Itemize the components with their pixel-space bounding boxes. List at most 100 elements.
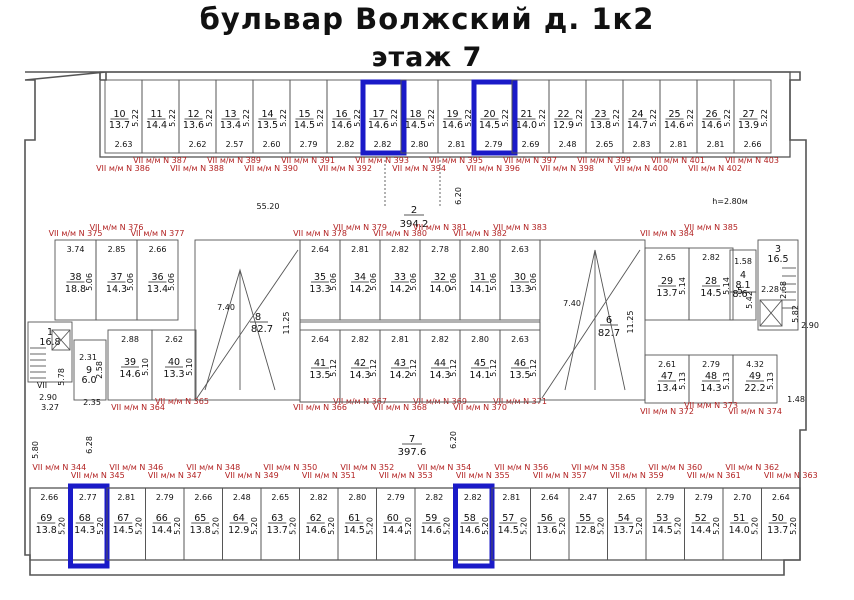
space-depth: 5.13 [678, 372, 687, 390]
space-width: 2.82 [425, 493, 443, 502]
space-number: 31 [474, 272, 486, 283]
space-width: 2.64 [311, 245, 329, 254]
space-number: 39 [124, 357, 136, 368]
mm-label: VII м/м N 371 [493, 397, 547, 406]
mm-label: VII м/м N 382 [453, 229, 507, 238]
space-number: 65 [194, 513, 206, 524]
space-number: 23 [594, 109, 606, 120]
space-width: 2.65 [271, 493, 289, 502]
space-area: 14.5 [294, 120, 315, 131]
space-width: 2.64 [772, 493, 790, 502]
space-depth: 5.10 [141, 358, 150, 376]
ramp-left-frame [194, 239, 301, 401]
space-width: 2.82 [351, 335, 369, 344]
top-row-frame [99, 71, 791, 158]
space-depth: 5.22 [242, 109, 251, 127]
space-number: 21 [520, 109, 532, 120]
mm-label: VII м/м N 367 [333, 397, 387, 406]
stair-number: 1 [47, 327, 53, 338]
space-number: 38 [69, 272, 81, 283]
mm-label: VII м/м N 354 [417, 463, 471, 472]
space-area: 13.3 [163, 369, 184, 380]
dimension: 2.58 [95, 361, 104, 379]
mm-label: VII м/м N 398 [540, 164, 594, 173]
space-depth: 5.20 [712, 517, 721, 535]
space-width: 2.63 [511, 335, 529, 344]
space-area: 13.3 [509, 284, 530, 295]
parking-space [732, 354, 778, 404]
space-depth: 5.20 [635, 517, 644, 535]
space-number: 41 [314, 358, 326, 369]
space-number: 14 [261, 109, 273, 120]
space-width: 2.82 [464, 493, 482, 502]
mm-label: VII м/м N 350 [263, 463, 317, 472]
space-area: 13.5 [509, 370, 530, 381]
space-width: 2.65 [596, 140, 614, 149]
space-width: 2.79 [702, 360, 720, 369]
drive-area: 394.2 [400, 219, 429, 230]
mm-label: VII м/м N 376 [90, 223, 144, 232]
mm-label: VII м/м N 377 [131, 229, 185, 238]
space-number: 16 [335, 109, 347, 120]
space-number: 11 [150, 109, 162, 120]
space-area: 12.8 [575, 525, 596, 536]
space-area: 22.2 [744, 383, 765, 394]
space-depth: 5.20 [58, 517, 67, 535]
mm-label: VII м/м N 373 [684, 401, 738, 410]
space-area: 14.5 [113, 525, 134, 536]
space-area: 14.5 [498, 525, 519, 536]
space-number: 59 [425, 513, 437, 524]
space-number: 15 [298, 109, 310, 120]
space-depth: 5.12 [409, 359, 418, 377]
space-width: 2.81 [670, 140, 688, 149]
highlight-frame [471, 79, 518, 156]
space-area: 13.4 [656, 383, 677, 394]
plan-title: бульвар Волжский д. 1к2 [199, 2, 655, 36]
dimension: 2.68 [779, 281, 788, 299]
mm-label: VII м/м N 402 [688, 164, 742, 173]
space-depth: 5.22 [205, 109, 214, 127]
space-width: 3.74 [67, 245, 85, 254]
mm-label: VII м/м N 362 [725, 463, 779, 472]
room-number: 4 [740, 270, 746, 281]
space-area: 12.9 [228, 525, 249, 536]
space-depth: 5.22 [723, 109, 732, 127]
space-depth: 5.22 [279, 109, 288, 127]
space-area: 14.5 [479, 120, 500, 131]
space-width: 2.65 [658, 253, 676, 262]
space-width: 2.66 [744, 140, 762, 149]
space-area: 14.2 [389, 284, 410, 295]
ramp-area: 82.7 [251, 324, 273, 335]
ramp-number: 6 [606, 315, 612, 326]
mm-label: VII м/м N 364 [111, 403, 165, 412]
room-area: 6.0 [81, 375, 96, 386]
space-depth: 5.20 [751, 517, 760, 535]
ramp-diagonal [196, 249, 299, 399]
space-width: 2.81 [351, 245, 369, 254]
space-depth: 5.22 [464, 109, 473, 127]
space-area: 13.7 [767, 525, 788, 536]
dimension: 2.90 [39, 393, 57, 402]
mm-label: VII м/м N 352 [340, 463, 394, 472]
space-width: 2.64 [541, 493, 559, 502]
space-depth: 5.10 [185, 358, 194, 376]
space-width: 2.78 [431, 245, 449, 254]
space-number: 36 [151, 272, 163, 283]
ramp-number: 8 [255, 312, 261, 323]
space-depth: 5.14 [678, 277, 687, 295]
space-depth: 5.22 [427, 109, 436, 127]
drive-area: 397.6 [398, 447, 427, 458]
mm-label: VII м/м N 391 [281, 156, 335, 165]
small-room [73, 339, 107, 401]
space-width: 2.80 [471, 335, 489, 344]
mm-label: VII м/м N 385 [684, 223, 738, 232]
mm-label: VII м/м N 379 [333, 223, 387, 232]
mm-label: VII м/м N 349 [225, 471, 279, 480]
space-width: 2.88 [121, 335, 139, 344]
space-width: 2.83 [633, 140, 651, 149]
space-width: 2.81 [117, 493, 135, 502]
space-number: 30 [514, 272, 526, 283]
space-number: 13 [224, 109, 236, 120]
stairwell-right [757, 239, 799, 331]
stair-area: 16.8 [39, 337, 60, 348]
